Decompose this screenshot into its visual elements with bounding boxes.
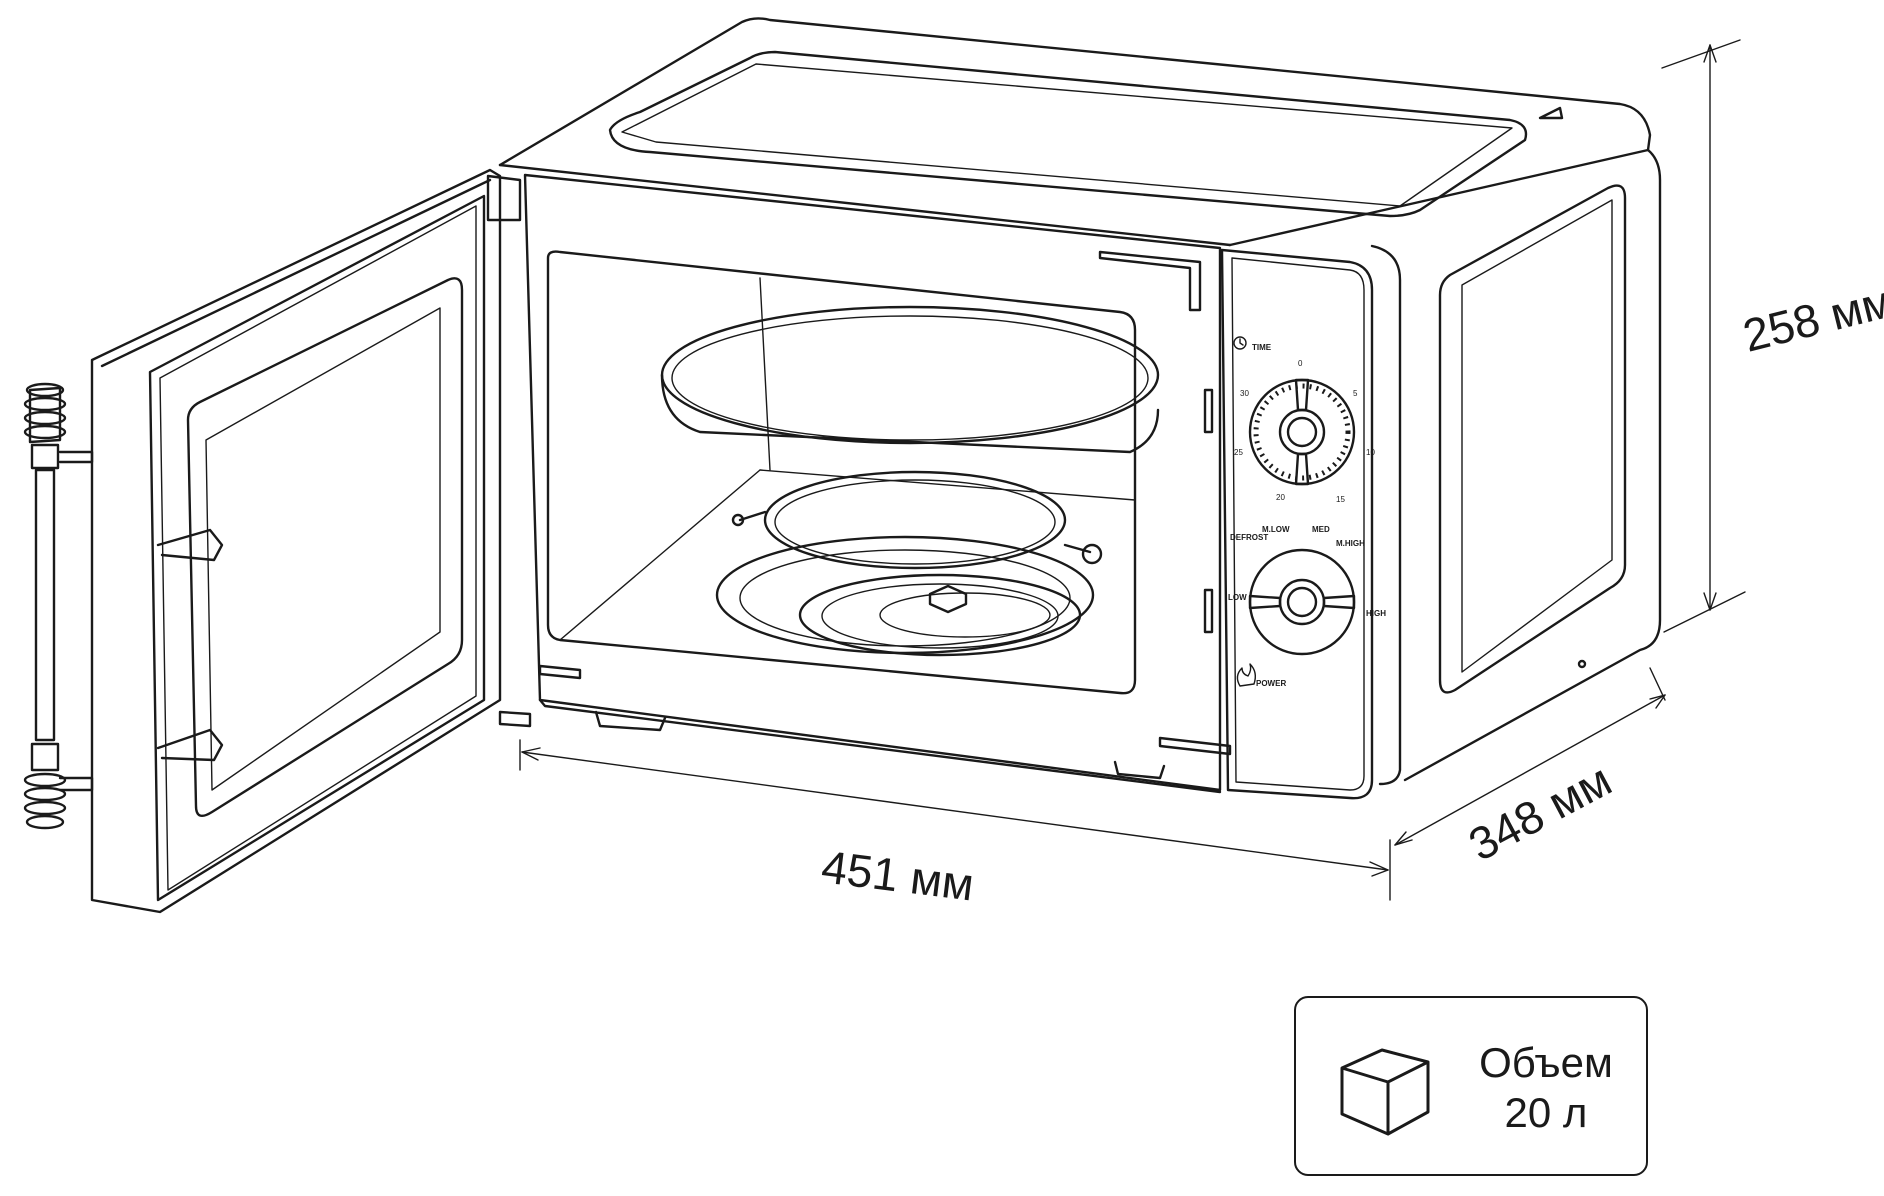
- power-level-low: LOW: [1228, 593, 1247, 602]
- timer-tick-25: 25: [1234, 448, 1243, 457]
- power-level-mlow: M.LOW: [1262, 525, 1290, 534]
- microwave-body: [498, 17, 1662, 794]
- box-icon: [1340, 1048, 1430, 1136]
- dimension-height: 258 мм: [1661, 39, 1884, 633]
- volume-label: Объем: [1479, 1039, 1613, 1086]
- power-dial[interactable]: [1248, 548, 1356, 656]
- dimension-depth: 348 мм: [1394, 667, 1666, 871]
- power-level-high: HIGH: [1366, 609, 1386, 618]
- timer-tick-10: 10: [1366, 448, 1375, 457]
- power-label: POWER: [1256, 679, 1286, 688]
- upper-rack: [660, 305, 1160, 454]
- depth-dimension-label: 348 мм: [1460, 753, 1619, 871]
- volume-value: 20 л: [1504, 1089, 1588, 1136]
- volume-badge: Объем 20 л: [1294, 996, 1648, 1176]
- door: [90, 168, 532, 914]
- turntable: [715, 535, 1095, 657]
- width-dimension-label: 451 мм: [819, 840, 977, 910]
- power-level-mhigh: M.HIGH: [1336, 539, 1365, 548]
- power-level-defrost: DEFROST: [1230, 533, 1268, 542]
- power-level-med: MED: [1312, 525, 1330, 534]
- lower-rack: [731, 470, 1103, 570]
- flame-icon: [1236, 663, 1257, 687]
- dimension-width: 451 мм: [519, 739, 1391, 911]
- clock-icon: [1233, 336, 1247, 350]
- timer-tick-20: 20: [1276, 493, 1285, 502]
- timer-tick-30: 30: [1240, 389, 1249, 398]
- timer-tick-5: 5: [1353, 389, 1358, 398]
- time-label: TIME: [1252, 343, 1272, 352]
- control-panel: TIME 0 5 10 15 20 25 30 DEFROST M.LOW ME…: [1203, 248, 1386, 800]
- timer-dial[interactable]: 0 5 10 15 20 25 30: [1234, 359, 1375, 504]
- height-dimension-label: 258 мм: [1738, 274, 1884, 361]
- volume-text: Объем 20 л: [1456, 1038, 1636, 1138]
- door-handle[interactable]: [23, 382, 94, 830]
- timer-tick-0: 0: [1298, 359, 1303, 368]
- timer-tick-15: 15: [1336, 495, 1345, 504]
